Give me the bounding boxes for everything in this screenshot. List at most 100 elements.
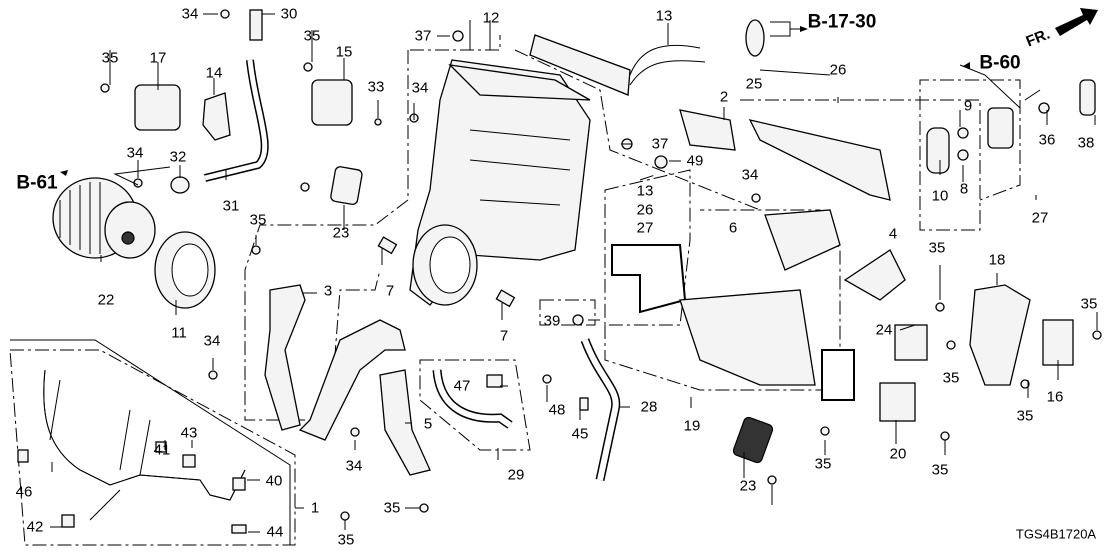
filter-frame xyxy=(821,349,855,401)
fan-housing-part-11 xyxy=(154,231,216,309)
callout-37[interactable]: 37 xyxy=(414,27,432,45)
resistor-part-23-b xyxy=(732,416,774,464)
callout-12[interactable]: 12 xyxy=(482,9,500,27)
callout-34[interactable]: 34 xyxy=(345,457,363,475)
callout-24[interactable]: 24 xyxy=(875,321,893,339)
callout-35[interactable]: 35 xyxy=(337,531,355,549)
callout-31[interactable]: 31 xyxy=(222,197,240,215)
callout-7[interactable]: 7 xyxy=(385,282,395,300)
callout-30[interactable]: 30 xyxy=(280,5,298,23)
callout-11[interactable]: 11 xyxy=(171,324,187,342)
group-outline-12 xyxy=(410,35,501,51)
callout-46[interactable]: 46 xyxy=(15,483,33,501)
callout-8[interactable]: 8 xyxy=(959,180,969,198)
resistor-part-23 xyxy=(330,166,363,206)
callout-42[interactable]: 42 xyxy=(26,518,44,536)
o-ring-part-8 xyxy=(957,149,969,161)
callout-16[interactable]: 16 xyxy=(1046,388,1064,406)
ref-label-b-17-30[interactable]: B-17-30 xyxy=(807,11,877,33)
callout-13[interactable]: 13 xyxy=(655,7,673,25)
leader-lines xyxy=(50,13,1098,533)
callout-34[interactable]: 34 xyxy=(126,144,144,162)
callout-35[interactable]: 35 xyxy=(931,461,949,479)
callout-35[interactable]: 35 xyxy=(1016,407,1034,425)
callout-37[interactable]: 37 xyxy=(651,135,669,153)
callout-25[interactable]: 25 xyxy=(745,75,763,93)
callout-36[interactable]: 36 xyxy=(1038,131,1056,149)
callout-33[interactable]: 33 xyxy=(367,78,385,96)
callout-2[interactable]: 2 xyxy=(719,88,729,106)
part-38 xyxy=(1079,79,1096,116)
callout-48[interactable]: 48 xyxy=(548,401,566,419)
callout-32[interactable]: 32 xyxy=(169,148,187,166)
callout-29[interactable]: 29 xyxy=(507,466,525,484)
grommet-part-25 xyxy=(745,19,765,57)
callout-34[interactable]: 34 xyxy=(203,332,221,350)
callout-4[interactable]: 4 xyxy=(888,225,898,243)
callout-3[interactable]: 3 xyxy=(323,282,333,300)
callout-26[interactable]: 26 xyxy=(829,61,847,79)
actuator-part-15 xyxy=(311,79,353,126)
callout-22[interactable]: 22 xyxy=(97,291,115,309)
callout-35[interactable]: 35 xyxy=(942,369,960,387)
callout-34[interactable]: 34 xyxy=(181,5,199,23)
callout-27[interactable]: 27 xyxy=(636,219,654,237)
callout-35[interactable]: 35 xyxy=(383,499,401,517)
group-outline-29 xyxy=(419,359,531,451)
ref-label-b-61[interactable]: B-61 xyxy=(16,172,58,194)
callout-17[interactable]: 17 xyxy=(149,49,167,67)
expansion-valve-part-2 xyxy=(679,109,736,151)
callout-1[interactable]: 1 xyxy=(310,499,320,517)
callout-27[interactable]: 27 xyxy=(1031,209,1049,227)
ref-label-b-60[interactable]: B-60 xyxy=(979,52,1021,74)
callout-10[interactable]: 10 xyxy=(931,187,949,205)
callout-34[interactable]: 34 xyxy=(741,166,759,184)
group-outline-ducts xyxy=(244,50,409,421)
callout-5[interactable]: 5 xyxy=(423,415,433,433)
gasket-part-27 xyxy=(611,244,687,314)
lower-housing-part-19 xyxy=(679,289,816,386)
callout-9[interactable]: 9 xyxy=(963,97,973,115)
blower-motor-part xyxy=(52,177,156,259)
callout-7[interactable]: 7 xyxy=(499,327,509,345)
seal-part-10 xyxy=(926,127,950,174)
callout-35[interactable]: 35 xyxy=(249,211,267,229)
callout-19[interactable]: 19 xyxy=(683,417,701,435)
callout-34[interactable]: 34 xyxy=(411,79,429,97)
callout-38[interactable]: 38 xyxy=(1077,134,1095,152)
callout-35[interactable]: 35 xyxy=(928,239,946,257)
callout-35[interactable]: 35 xyxy=(101,49,119,67)
block-valve-part xyxy=(987,107,1014,149)
callout-28[interactable]: 28 xyxy=(640,398,658,416)
group-outline-1 xyxy=(9,349,296,546)
callout-14[interactable]: 14 xyxy=(205,64,223,82)
callout-41[interactable]: 41 xyxy=(153,441,171,459)
callout-35[interactable]: 35 xyxy=(814,455,832,473)
o-ring-part-9 xyxy=(957,127,969,139)
callout-39[interactable]: 39 xyxy=(543,312,561,330)
callout-23[interactable]: 23 xyxy=(332,224,350,242)
callout-40[interactable]: 40 xyxy=(265,472,283,490)
callout-35[interactable]: 35 xyxy=(303,27,321,45)
duct-part-3 xyxy=(264,284,306,431)
callout-35[interactable]: 35 xyxy=(1080,295,1098,313)
actuator-part-16 xyxy=(1042,319,1074,366)
callout-44[interactable]: 44 xyxy=(266,523,284,541)
callout-26[interactable]: 26 xyxy=(636,201,654,219)
dash-misc xyxy=(639,174,656,181)
callout-45[interactable]: 45 xyxy=(571,425,589,443)
callout-20[interactable]: 20 xyxy=(889,445,907,463)
callout-47[interactable]: 47 xyxy=(453,377,471,395)
callout-18[interactable]: 18 xyxy=(988,251,1006,269)
callout-6[interactable]: 6 xyxy=(728,219,738,237)
fasteners xyxy=(17,9,1102,534)
valve-part-30 xyxy=(249,9,263,41)
actuator-part-17 xyxy=(134,84,181,131)
clip-part-32 xyxy=(170,176,190,194)
callout-23[interactable]: 23 xyxy=(739,477,757,495)
callout-13[interactable]: 13 xyxy=(636,182,654,200)
group-outline-right xyxy=(514,49,761,211)
callout-15[interactable]: 15 xyxy=(335,43,353,61)
callout-43[interactable]: 43 xyxy=(180,424,198,442)
callout-49[interactable]: 49 xyxy=(686,152,704,170)
